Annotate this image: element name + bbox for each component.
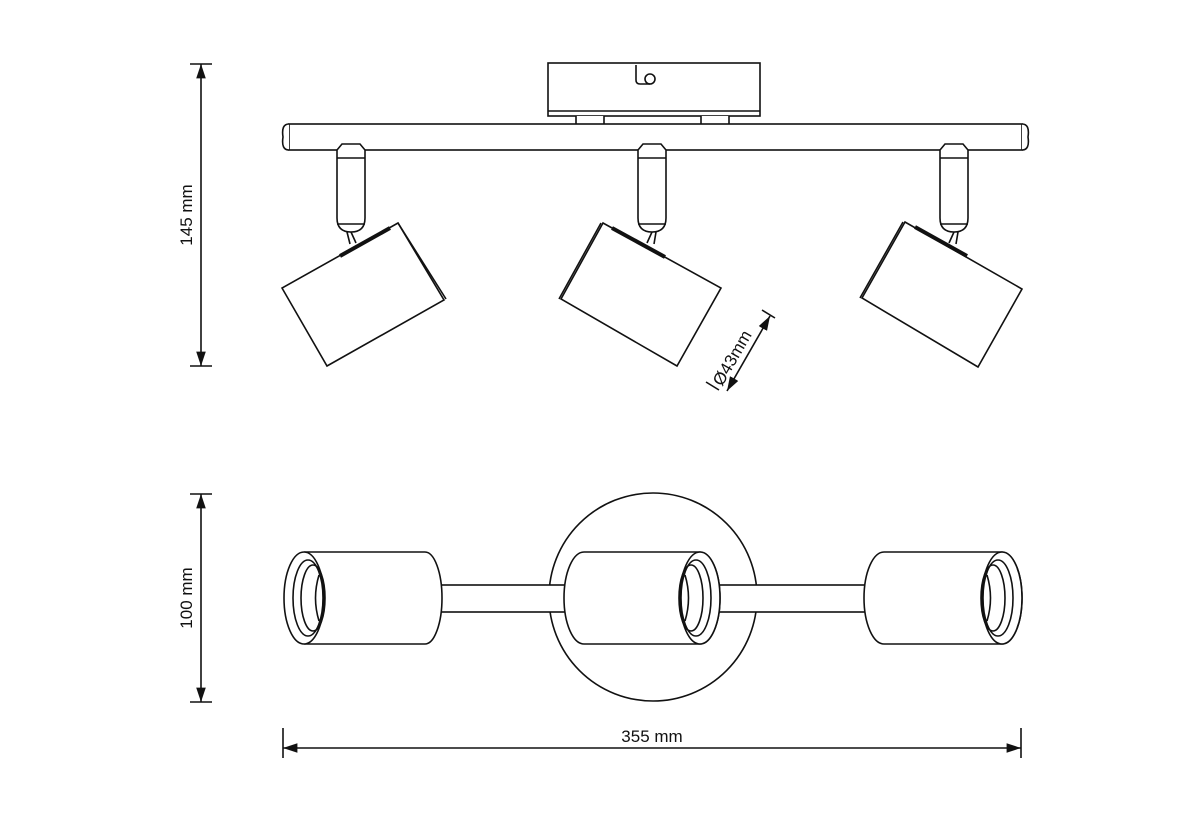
spotlight-left [280, 221, 447, 368]
width-dimension: 355 mm [282, 727, 1022, 758]
cup-middle [563, 551, 721, 645]
height-dimension: 145 mm [177, 63, 212, 367]
spotlight-middle [558, 221, 723, 368]
top-view [283, 492, 1023, 702]
depth-label: 100 mm [177, 567, 196, 628]
arms [336, 143, 969, 233]
depth-dimension: 100 mm [177, 493, 212, 703]
front-view: Ø43mm [280, 62, 1030, 392]
cup-left [283, 551, 443, 645]
height-label: 145 mm [177, 184, 196, 245]
cup-right [863, 551, 1023, 645]
diameter-dimension: Ø43mm [705, 309, 776, 392]
width-label: 355 mm [621, 727, 682, 746]
spotlight-right [859, 220, 1024, 369]
diameter-label: Ø43mm [709, 327, 756, 389]
canopy [547, 62, 761, 132]
